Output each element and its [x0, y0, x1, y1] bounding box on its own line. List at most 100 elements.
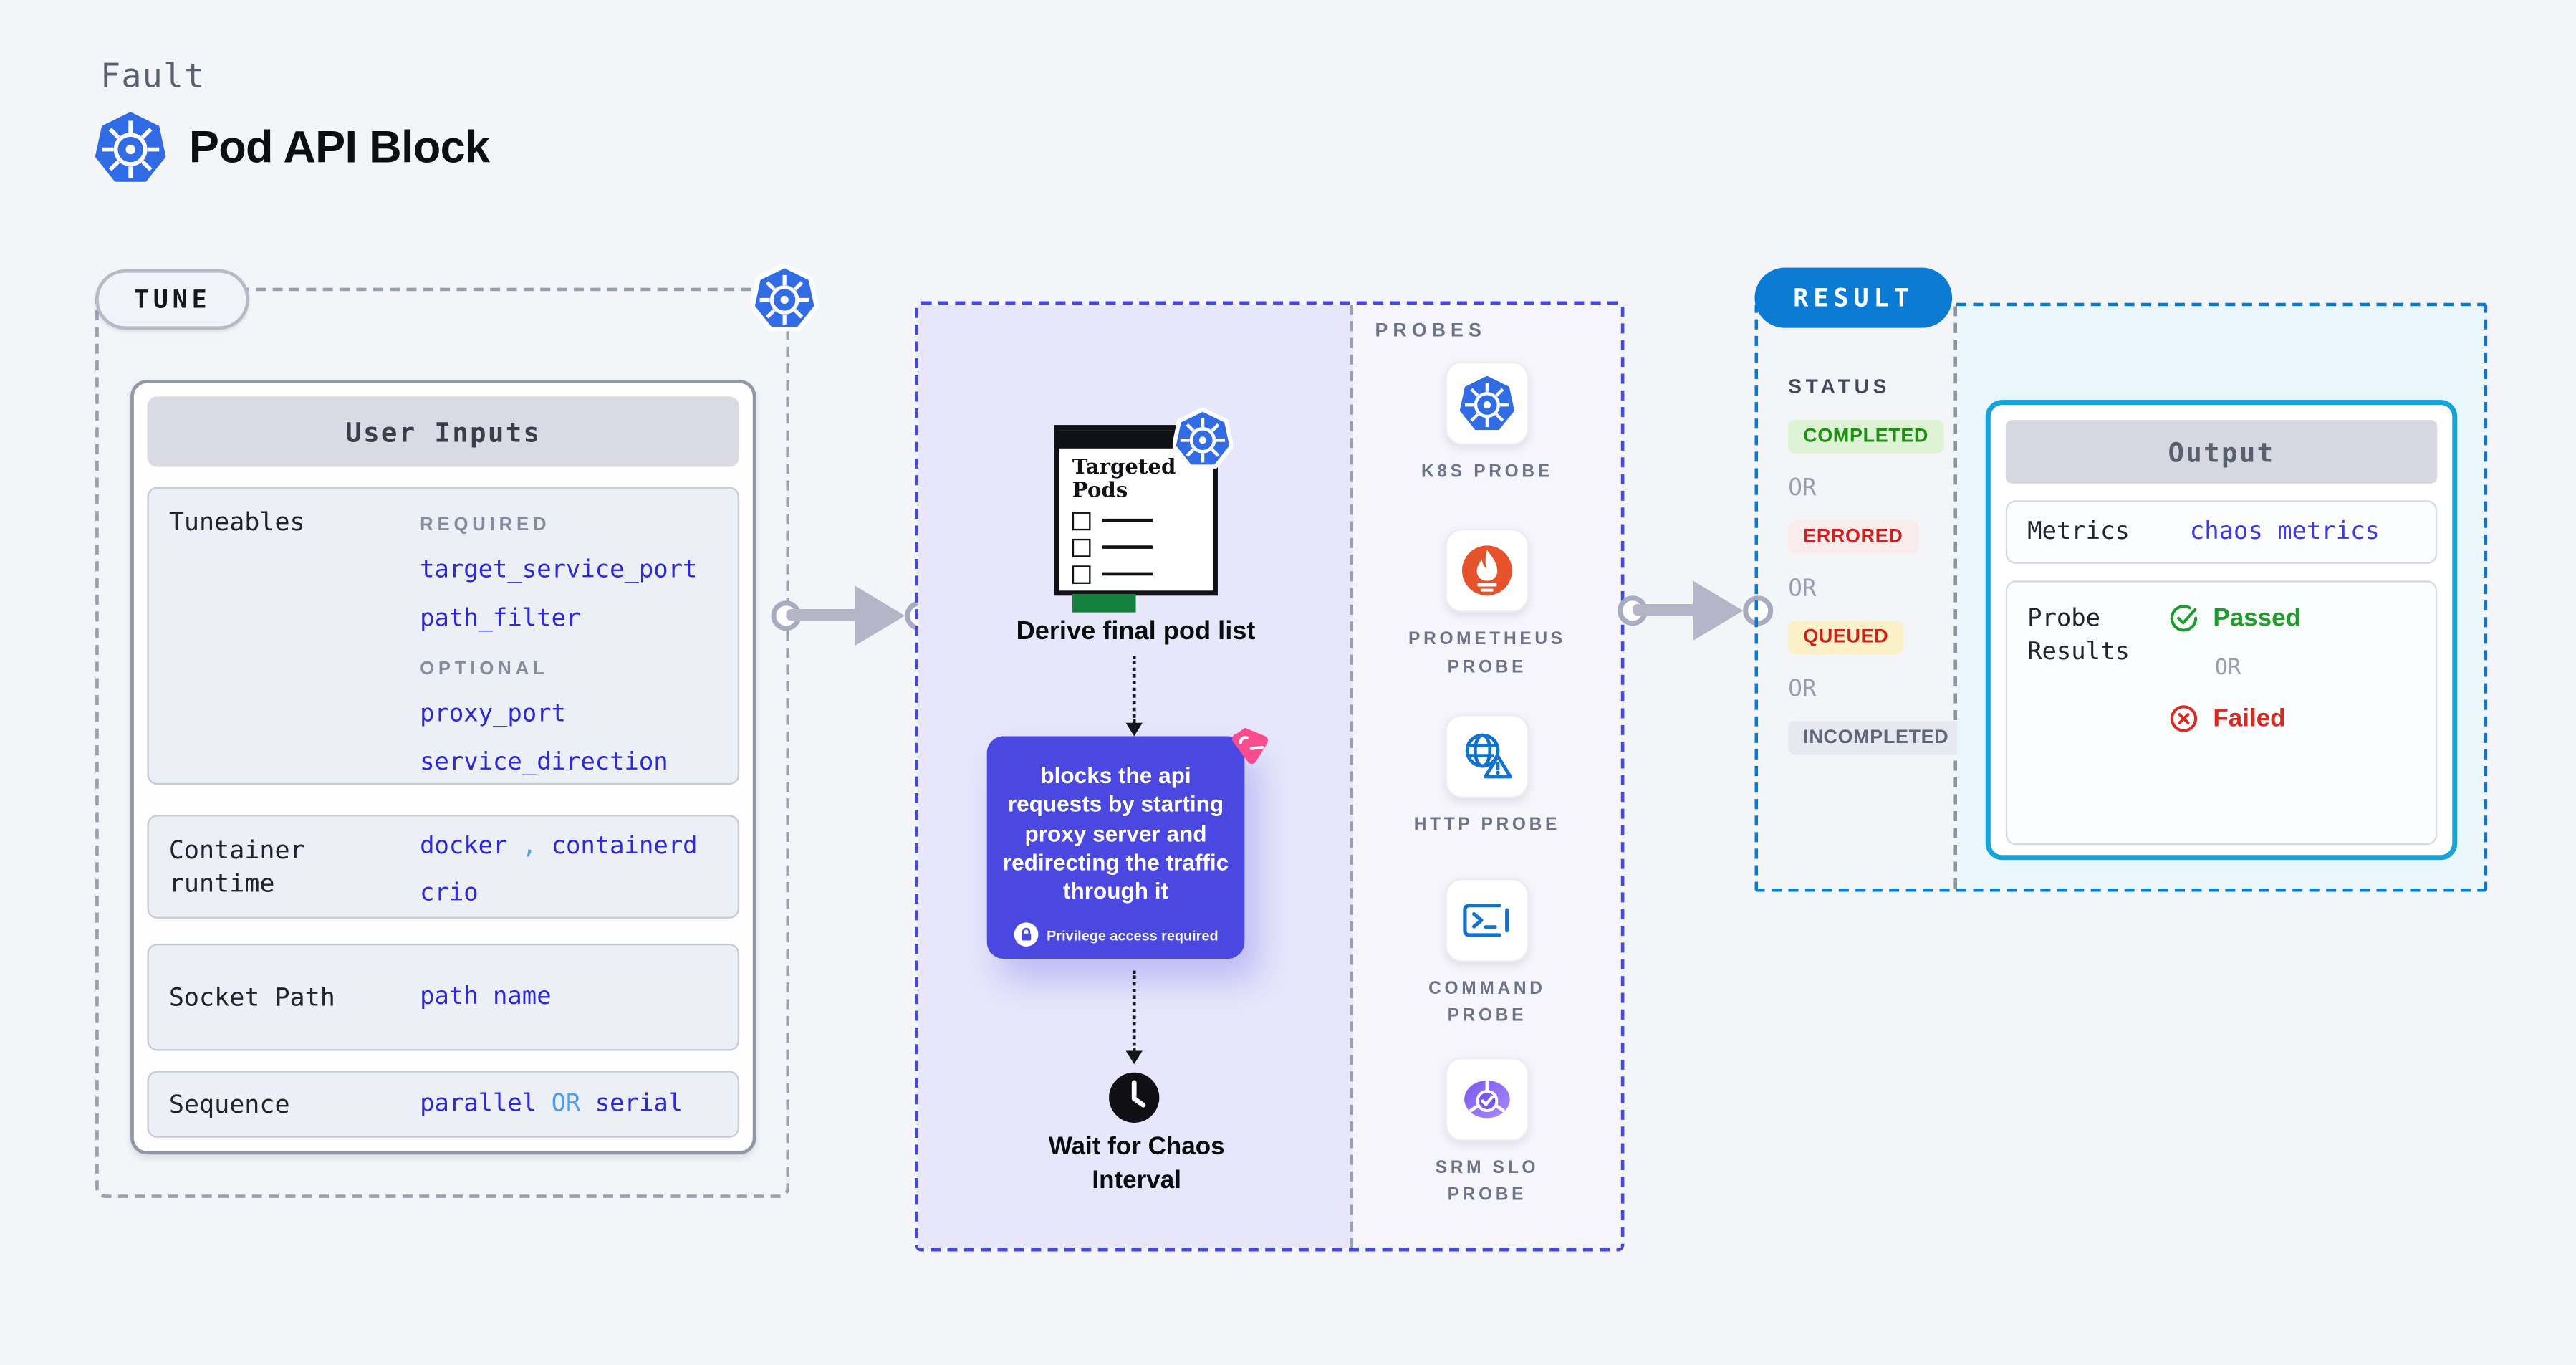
checkbox-icon [1072, 538, 1091, 557]
probe-name: K8S PROBE [1421, 461, 1553, 482]
probe-card [1445, 529, 1529, 613]
kubernetes-icon [751, 264, 817, 331]
param-target-service-port: target_service_port [420, 557, 698, 584]
param-path-filter: path_filter [420, 605, 581, 633]
output-area: Output Metrics chaos metrics Probe Resul… [1957, 306, 2484, 889]
pod-checkbox-row [1072, 538, 1213, 557]
probe-card [1445, 1056, 1529, 1141]
tuneables-section: Tuneables REQUIRED target_service_port p… [147, 487, 740, 785]
title-row: Pod API Block [94, 110, 490, 184]
probes-column: PROBES K8S PROBE [1353, 304, 1621, 1248]
probe-card [1445, 714, 1529, 798]
user-inputs-header: User Inputs [147, 396, 740, 467]
clock-icon [1109, 1072, 1160, 1123]
connector-dotted-line [1132, 656, 1136, 723]
privilege-note-row: Privilege access required [987, 922, 1245, 947]
probes-title: PROBES [1375, 321, 1486, 342]
sequence-value: parallel OR serial [420, 1091, 683, 1118]
probe-item-http: HTTP PROBE [1393, 714, 1581, 838]
param-proxy-port: proxy_port [420, 701, 566, 728]
container-runtime-label: Container runtime [168, 835, 305, 899]
checkbox-icon [1072, 511, 1091, 530]
terminal-icon [1463, 904, 1509, 937]
metrics-row: Metrics chaos metrics [2005, 500, 2438, 564]
privilege-note: Privilege access required [1047, 926, 1219, 943]
arrowhead-icon [1125, 722, 1143, 737]
or-separator: OR [1788, 575, 1817, 603]
fault-action-text: blocks the api requests by starting prox… [1002, 762, 1229, 904]
sequence-section: Sequence parallel OR serial [147, 1071, 740, 1138]
probe-item-prometheus: PROMETHEUS PROBE [1393, 529, 1581, 681]
user-inputs-card: User Inputs Tuneables REQUIRED target_se… [130, 380, 756, 1155]
status-badge-completed: COMPLETED [1788, 420, 1944, 454]
status-badge-incompleted: INCOMPLETED [1788, 721, 1964, 755]
output-card: Output Metrics chaos metrics Probe Resul… [1985, 400, 2458, 861]
probe-name: HTTP PROBE [1413, 814, 1561, 835]
tuneables-label: Tuneables [168, 507, 305, 537]
probe-results-label: Probe Results [2027, 605, 2130, 667]
connector-dotted-line [1132, 970, 1136, 1051]
tune-badge: TUNE [95, 269, 250, 330]
chaos-logo-icon [1232, 727, 1268, 765]
status-column: STATUS COMPLETED OR ERRORED OR QUEUED OR… [1758, 306, 1964, 889]
kubernetes-icon [1173, 408, 1233, 469]
kubernetes-icon [94, 110, 168, 184]
probe-item-command: COMMAND PROBE [1393, 878, 1581, 1030]
fault-action-box: blocks the api requests by starting prox… [986, 736, 1245, 959]
green-button-bar [1072, 593, 1136, 613]
pod-checkbox-row [1072, 511, 1213, 530]
or-separator: OR [2214, 656, 2241, 681]
status-badge-errored: ERRORED [1788, 520, 1918, 554]
or-separator: OR [1788, 475, 1817, 502]
execution-section-box: Targeted Pods Derive final pod list bloc… [915, 301, 1625, 1252]
status-label: STATUS [1788, 375, 1891, 398]
socket-path-section: Socket Path path name [147, 943, 740, 1051]
container-runtime-value-crio: crio [420, 880, 479, 907]
probe-card [1445, 878, 1529, 962]
wait-chaos-interval-label: Wait for Chaos Interval [1048, 1132, 1225, 1194]
slo-donut-check-icon [1464, 1078, 1510, 1118]
or-separator: OR [1788, 676, 1817, 703]
targeted-pods-title: Targeted Pods [1072, 453, 1176, 503]
container-runtime-section: Container runtime docker , containerd cr… [147, 815, 740, 919]
checkbox-icon [1072, 565, 1091, 584]
passed-label: Passed [2213, 603, 2302, 633]
kubernetes-icon [1458, 375, 1515, 431]
socket-path-label: Socket Path [168, 982, 335, 1012]
optional-label: OPTIONAL [420, 659, 549, 680]
status-badge-queued: QUEUED [1788, 621, 1904, 655]
result-section-box: STATUS COMPLETED OR ERRORED OR QUEUED OR… [1754, 302, 2488, 892]
execution-flow-column: Targeted Pods Derive final pod list bloc… [918, 304, 1354, 1248]
sequence-label: Sequence [168, 1088, 290, 1119]
execution-to-result-arrow [1618, 580, 1774, 641]
lock-icon [1014, 922, 1038, 947]
derive-pod-list-label: Derive final pod list [1016, 617, 1256, 646]
globe-warning-icon [1465, 733, 1512, 778]
x-circle-icon [2170, 705, 2198, 732]
required-label: REQUIRED [420, 515, 551, 536]
probe-name: PROMETHEUS PROBE [1408, 629, 1566, 677]
passed-line: Passed [2168, 603, 2416, 634]
prometheus-icon [1461, 545, 1512, 596]
probe-name: COMMAND PROBE [1428, 979, 1546, 1027]
probe-item-srm-slo: SRM SLO PROBE [1393, 1056, 1581, 1208]
fault-kicker: Fault [100, 55, 206, 96]
param-service-direction: service_direction [420, 749, 668, 777]
failed-label: Failed [2213, 704, 2286, 733]
metrics-label: Metrics [2027, 518, 2130, 546]
socket-path-value: path name [420, 984, 552, 1011]
arrowhead-icon [1125, 1050, 1143, 1065]
targeted-pods-window: Targeted Pods [1054, 425, 1218, 613]
tune-to-execution-arrow [771, 585, 936, 646]
probe-item-k8s: K8S PROBE [1393, 361, 1581, 485]
failed-line: Failed [2168, 703, 2416, 734]
probe-results-row: Probe Results Passed OR [2005, 580, 2438, 846]
check-circle-icon [2170, 605, 2198, 632]
probe-card [1445, 361, 1529, 446]
pod-checkbox-row [1072, 565, 1213, 584]
output-header: Output [2005, 420, 2438, 484]
result-badge: RESULT [1754, 267, 1953, 328]
container-runtime-values: docker , containerd [420, 833, 698, 861]
tune-section-box [95, 287, 790, 1198]
